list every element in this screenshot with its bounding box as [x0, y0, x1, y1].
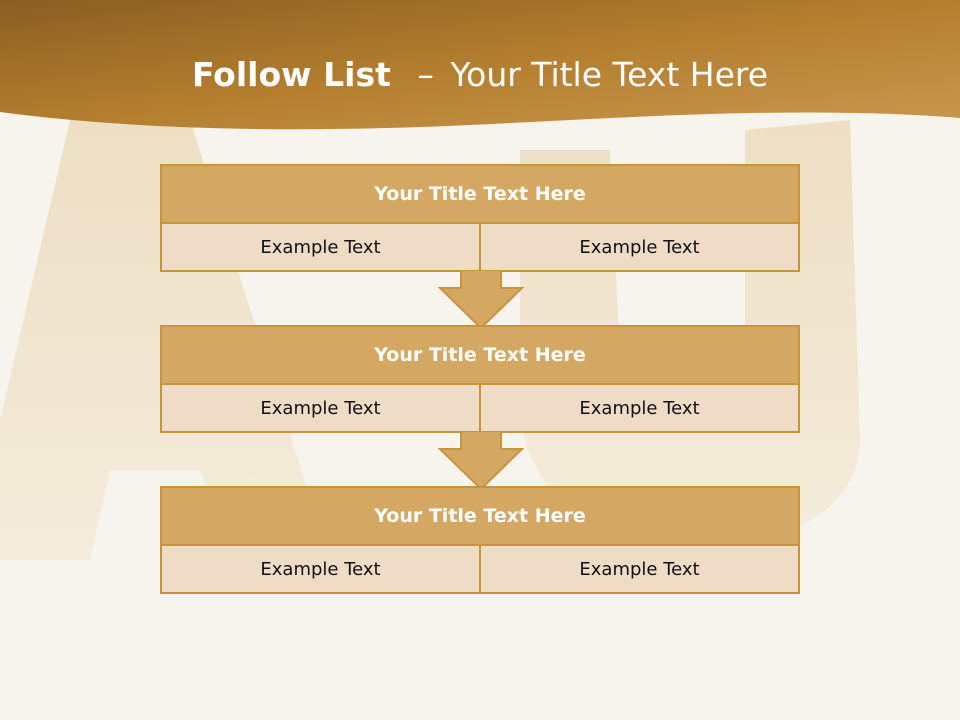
step-title-2: Your Title Text Here	[162, 327, 798, 385]
header-band	[0, 0, 960, 130]
step-3-cell-left: Example Text	[162, 546, 479, 592]
step-title-1: Your Title Text Here	[162, 166, 798, 224]
down-arrow-icon	[438, 270, 524, 330]
slide-title-rest: Your Title Text Here	[450, 55, 769, 94]
step-block-1: Your Title Text Here Example Text Exampl…	[160, 164, 800, 272]
slide-title-bold: Follow List	[191, 55, 391, 94]
step-2-cell-left: Example Text	[162, 385, 479, 431]
slide-title: Follow List – Your Title Text Here	[0, 52, 960, 98]
step-row-3: Example Text Example Text	[162, 546, 798, 592]
step-row-2: Example Text Example Text	[162, 385, 798, 431]
down-arrow-icon	[438, 431, 524, 491]
step-2-cell-right: Example Text	[479, 385, 798, 431]
step-1-cell-left: Example Text	[162, 224, 479, 270]
step-1-cell-right: Example Text	[479, 224, 798, 270]
step-block-2: Your Title Text Here Example Text Exampl…	[160, 325, 800, 433]
step-row-1: Example Text Example Text	[162, 224, 798, 270]
step-block-3: Your Title Text Here Example Text Exampl…	[160, 486, 800, 594]
step-title-3: Your Title Text Here	[162, 488, 798, 546]
step-3-cell-right: Example Text	[479, 546, 798, 592]
slide-title-dash: –	[417, 55, 434, 94]
